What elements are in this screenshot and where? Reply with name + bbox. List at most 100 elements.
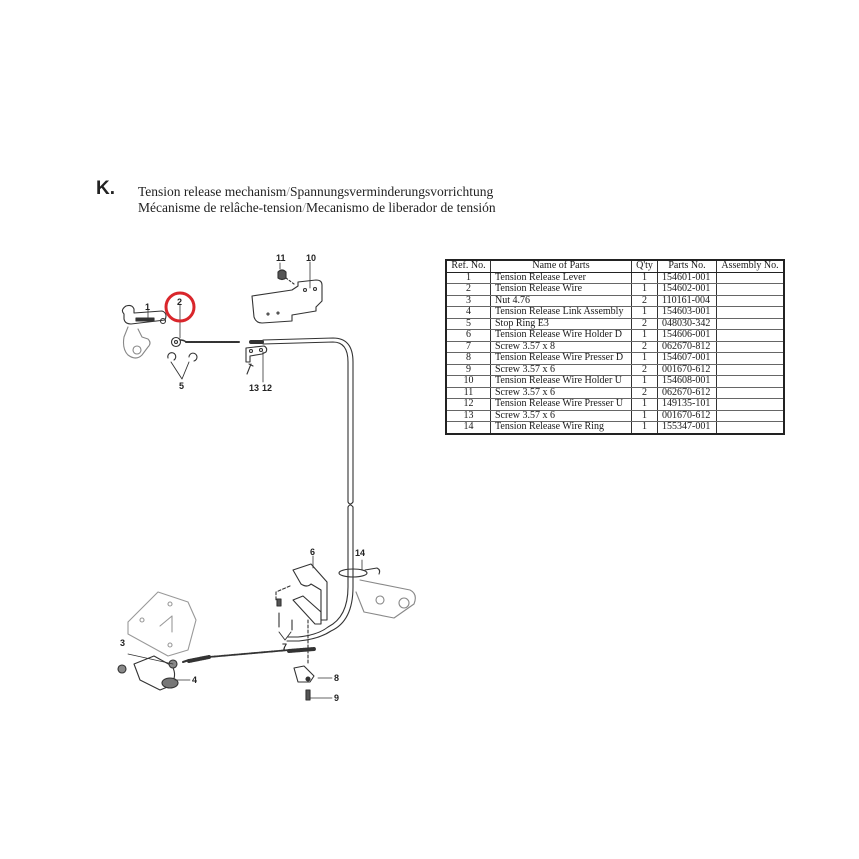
- cell-ref: 9: [445, 364, 491, 376]
- background-bracket: [127, 591, 197, 657]
- cell-assembly-no: [716, 306, 785, 319]
- part-2-tension-release-wire: [170, 336, 265, 348]
- callout-8: 8: [334, 673, 339, 683]
- cell-assembly-no: [716, 329, 785, 342]
- part-3-nuts: [117, 653, 178, 674]
- cell-assembly-no: [716, 410, 785, 422]
- header-assembly-no: Assembly No.: [716, 260, 785, 273]
- cell-name: Screw 3.57 x 8: [490, 341, 632, 353]
- part-6-wire-holder-d: [275, 563, 328, 625]
- cell-assembly-no: [716, 283, 785, 296]
- cell-name: Tension Release Wire Ring: [490, 421, 632, 434]
- cell-ref: 3: [445, 295, 491, 307]
- title-es: Mecanismo de liberador de tensión: [305, 200, 496, 215]
- cell-name: Screw 3.57 x 6: [490, 387, 632, 399]
- cell-ref: 14: [445, 421, 491, 434]
- cell-parts-no: 001670-612: [657, 410, 717, 422]
- part-4-link-assembly: [133, 655, 179, 691]
- callout-5: 5: [179, 381, 184, 391]
- cell-ref: 7: [445, 341, 491, 353]
- callout-labels: 1 2 3 4 5 6 7 8 9 10 11 12 13 14: [120, 253, 365, 703]
- title-en: Tension release mechanism: [138, 184, 287, 199]
- cell-ref: 4: [445, 306, 491, 319]
- cell-parts-no: 154603-001: [657, 306, 717, 319]
- table-header-row: Ref. No. Name of Parts Q'ty Parts No. As…: [445, 260, 785, 273]
- cell-parts-no: 001670-612: [657, 364, 717, 376]
- part-12-wire-presser-u: [245, 345, 268, 363]
- part-10-wire-holder-u: [251, 279, 323, 324]
- cell-assembly-no: [716, 318, 785, 330]
- callout-10: 10: [306, 253, 316, 263]
- cell-parts-no: 062670-812: [657, 341, 717, 353]
- cell-parts-no: 110161-004: [657, 295, 717, 307]
- leader-lines: [147, 261, 363, 699]
- cell-name: Tension Release Link Assembly: [490, 306, 632, 319]
- lower-wire: [182, 647, 316, 663]
- cell-ref: 13: [445, 410, 491, 422]
- cell-assembly-no: [716, 272, 785, 284]
- section-letter: K.: [96, 178, 115, 199]
- callout-7: 7: [282, 642, 287, 652]
- part-14-wire-ring: [338, 567, 416, 619]
- cell-parts-no: 154606-001: [657, 329, 717, 342]
- cell-assembly-no: [716, 387, 785, 399]
- parts-table: Ref. No. Name of Parts Q'ty Parts No. As…: [445, 259, 785, 435]
- cell-name: Tension Release Wire Holder D: [490, 329, 632, 342]
- cell-qty: 1: [631, 329, 658, 342]
- header-parts-no: Parts No.: [657, 260, 717, 273]
- title-de: Spannungsverminderungsvorrichtung: [290, 184, 494, 199]
- part-13-screw: [246, 363, 254, 375]
- callout-6: 6: [310, 547, 315, 557]
- cell-qty: 1: [631, 421, 658, 434]
- cell-qty: 2: [631, 387, 658, 399]
- cell-qty: 1: [631, 283, 658, 296]
- header-qty: Q'ty: [631, 260, 658, 273]
- cell-qty: 2: [631, 364, 658, 376]
- callout-4: 4: [192, 675, 197, 685]
- cell-ref: 6: [445, 329, 491, 342]
- cell-assembly-no: [716, 352, 785, 365]
- cell-name: Tension Release Wire: [490, 283, 632, 296]
- cell-qty: 2: [631, 341, 658, 353]
- cell-name: Tension Release Wire Holder U: [490, 375, 632, 388]
- cell-assembly-no: [716, 375, 785, 388]
- title-line-1: Tension release mechanism/Spannungsvermi…: [138, 184, 496, 200]
- cell-name: Tension Release Lever: [490, 272, 632, 284]
- cell-ref: 11: [445, 387, 491, 399]
- cell-qty: 1: [631, 306, 658, 319]
- part-8-wire-presser-d: [293, 619, 315, 683]
- part-7-screws: [276, 598, 293, 641]
- cell-assembly-no: [716, 398, 785, 411]
- cell-parts-no: 154608-001: [657, 375, 717, 388]
- part-9-screw: [305, 689, 311, 701]
- cell-parts-no: 155347-001: [657, 421, 717, 434]
- cell-name: Nut 4.76: [490, 295, 632, 307]
- cell-qty: 1: [631, 352, 658, 365]
- cell-qty: 1: [631, 272, 658, 284]
- cell-ref: 2: [445, 283, 491, 296]
- cell-parts-no: 154601-001: [657, 272, 717, 284]
- cell-qty: 1: [631, 398, 658, 411]
- callout-12: 12: [262, 383, 272, 393]
- cell-name: Screw 3.57 x 6: [490, 410, 632, 422]
- cell-parts-no: 062670-612: [657, 387, 717, 399]
- cell-ref: 1: [445, 272, 491, 284]
- highlight-circle: [164, 291, 196, 323]
- callout-9: 9: [334, 693, 339, 703]
- cell-parts-no: 048030-342: [657, 318, 717, 330]
- cell-qty: 1: [631, 375, 658, 388]
- title-fr: Mécanisme de relâche-tension: [138, 200, 303, 215]
- header-name: Name of Parts: [490, 260, 632, 273]
